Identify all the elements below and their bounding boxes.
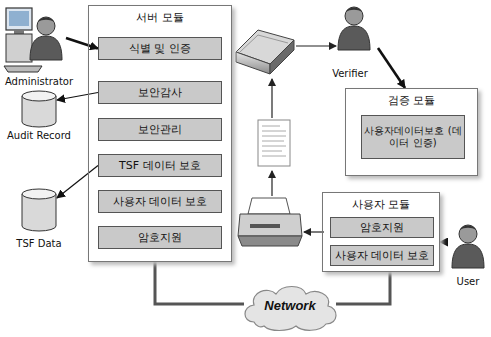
function-box: 보안감사 [98, 81, 222, 104]
node-label: Verifier [322, 68, 378, 79]
network-cloud: Network [240, 282, 340, 334]
flow-arrow [440, 241, 446, 242]
node-label: Administrator [2, 76, 76, 87]
node-label: TSF Data [4, 238, 74, 249]
box-label: 보안관리 [138, 123, 182, 137]
box-label: TSF 데이터 보호 [119, 159, 201, 173]
scanner-icon [236, 30, 294, 74]
module-title: 사용자 모듈 [323, 193, 439, 212]
flow-arrow [66, 38, 98, 49]
function-box: 사용자 데이터 보호 [330, 245, 434, 266]
computer-user-icon [2, 4, 76, 88]
network-line [155, 262, 244, 304]
node-label: Network [240, 298, 340, 313]
database-cylinder: TSF Data [4, 186, 74, 250]
verify-module: 검증 모듈사용자데이터보호 (데이터 인증) [345, 88, 478, 176]
user-icon: User [446, 222, 490, 288]
node-label: User [446, 276, 490, 287]
module-title: 검증 모듈 [346, 89, 477, 108]
user-module: 사용자 모듈암호지원사용자 데이터 보호 [322, 192, 440, 272]
server-module: 서버 모듈식별 및 인증보안감사보안관리 TSF 데이터 보호사용자 데이터 보호… [88, 5, 232, 262]
box-label: 사용자 데이터 보호 [113, 195, 208, 209]
flow-arrow [57, 93, 98, 101]
box-label: 사용자데이터보호 (데이터 인증) [362, 125, 464, 150]
function-box: 암호지원 [330, 217, 434, 238]
module-title: 서버 모듈 [89, 6, 231, 25]
function-box: TSF 데이터 보호 [98, 154, 222, 177]
printer-icon [238, 198, 302, 246]
verifier-icon: Verifier [322, 4, 378, 80]
function-box: 사용자 데이터 보호 [98, 190, 222, 213]
database-cylinder: Audit Record [4, 88, 74, 142]
box-label: 암호지원 [360, 221, 404, 235]
node-label: Audit Record [4, 130, 74, 141]
function-box: 사용자데이터보호 (데이터 인증) [361, 115, 465, 159]
function-box: 암호지원 [98, 226, 222, 249]
administrator-icon: Administrator [2, 4, 76, 88]
box-label: 사용자 데이터 보호 [335, 249, 430, 263]
box-label: 식별 및 인증 [129, 42, 191, 56]
function-box: 식별 및 인증 [98, 37, 222, 60]
document-flow-arrow [272, 46, 336, 232]
box-label: 보안감사 [138, 86, 182, 100]
function-box: 보안관리 [98, 118, 222, 141]
document-icon [258, 120, 290, 166]
box-label: 암호지원 [138, 231, 182, 245]
flow-arrow [57, 166, 98, 199]
network-line [336, 272, 390, 304]
flow-arrow [378, 48, 405, 88]
